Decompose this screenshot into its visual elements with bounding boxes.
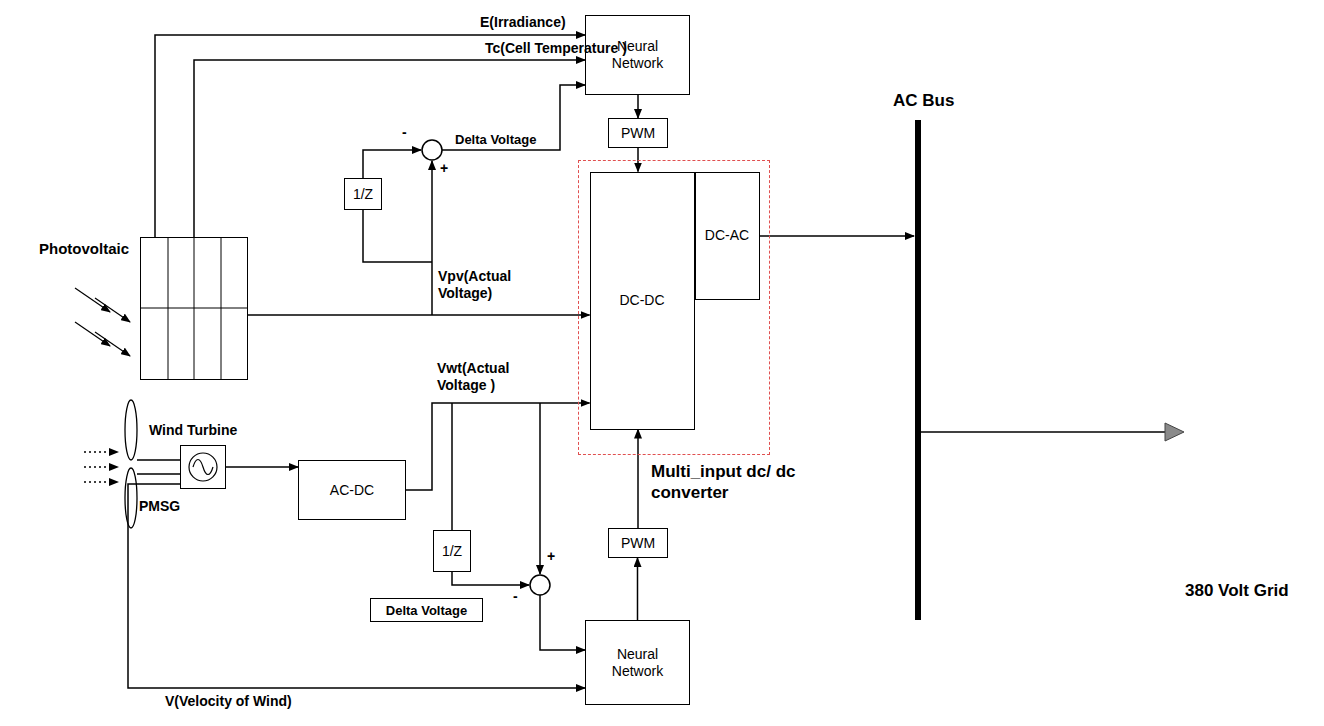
signal-connector bbox=[637, 430, 639, 529]
signal-label: - bbox=[513, 588, 518, 605]
node-text: PMSG bbox=[139, 498, 180, 515]
signal-connector bbox=[637, 95, 639, 118]
node-text: Wind Turbine bbox=[149, 422, 237, 439]
signal-label: + bbox=[547, 548, 555, 565]
signal-connector bbox=[637, 558, 639, 620]
signal-label: AC Bus bbox=[893, 92, 954, 109]
turbine-blades bbox=[125, 400, 180, 528]
pwm-box: PWM bbox=[608, 528, 668, 558]
signal-label: 380 Volt Grid bbox=[1185, 582, 1289, 599]
signal-label: - bbox=[402, 124, 407, 141]
signal-connector bbox=[194, 60, 585, 237]
wind-arrows bbox=[84, 452, 118, 482]
neural-network-box: Neural Network bbox=[585, 620, 690, 705]
node-text: Neural Network bbox=[602, 646, 674, 680]
pv-panel: Photovoltaic bbox=[140, 237, 248, 380]
edge-label: Tc(Cell Temperature ) bbox=[485, 40, 627, 57]
ac-dc-box: AC-DC bbox=[298, 460, 406, 520]
signal-connector bbox=[406, 403, 590, 490]
signal-label: Vwt(Actual Voltage ) bbox=[437, 360, 537, 394]
delta-voltage-box: Delta Voltage bbox=[370, 598, 483, 622]
node-text: 1/Z bbox=[442, 543, 462, 560]
signal-connector bbox=[248, 314, 590, 316]
node-text: Photovoltaic bbox=[39, 240, 129, 257]
node-text: DC-AC bbox=[705, 227, 749, 244]
dc-ac-box: DC-AC bbox=[695, 172, 760, 300]
node-text: PWM bbox=[621, 125, 655, 142]
node-text: 1/Z bbox=[353, 186, 373, 203]
delay-box: 1/Z bbox=[344, 178, 382, 210]
pv-cells bbox=[141, 238, 247, 379]
edge-label: V(Velocity of Wind) bbox=[165, 693, 292, 710]
node-text: Delta Voltage bbox=[386, 602, 467, 619]
node-text: Multi_input dc/ dc converter bbox=[651, 461, 826, 503]
node-text: PWM bbox=[621, 535, 655, 552]
converter-region: Multi_input dc/ dc converterDC-DCDC-AC bbox=[578, 160, 770, 455]
edge-label: E(Irradiance) bbox=[480, 14, 566, 31]
signal-label: Vpv(Actual Voltage) bbox=[438, 268, 533, 302]
pwm-box: PWM bbox=[608, 118, 668, 148]
signal-connector bbox=[226, 466, 298, 468]
pv-feedback-wires bbox=[363, 85, 585, 315]
generator-symbol bbox=[181, 446, 225, 488]
signal-label: + bbox=[440, 160, 448, 177]
sun-rays bbox=[75, 288, 130, 356]
delay-box: 1/Z bbox=[433, 530, 471, 572]
dc-dc-box: DC-DC bbox=[590, 172, 695, 430]
ac-bus bbox=[760, 120, 1184, 620]
pmsg-generator: Wind TurbinePMSG bbox=[180, 445, 226, 489]
node-text: AC-DC bbox=[330, 482, 374, 499]
signal-label: Delta Voltage bbox=[455, 131, 536, 148]
node-text: DC-DC bbox=[619, 292, 664, 309]
signal-connector bbox=[155, 35, 585, 237]
